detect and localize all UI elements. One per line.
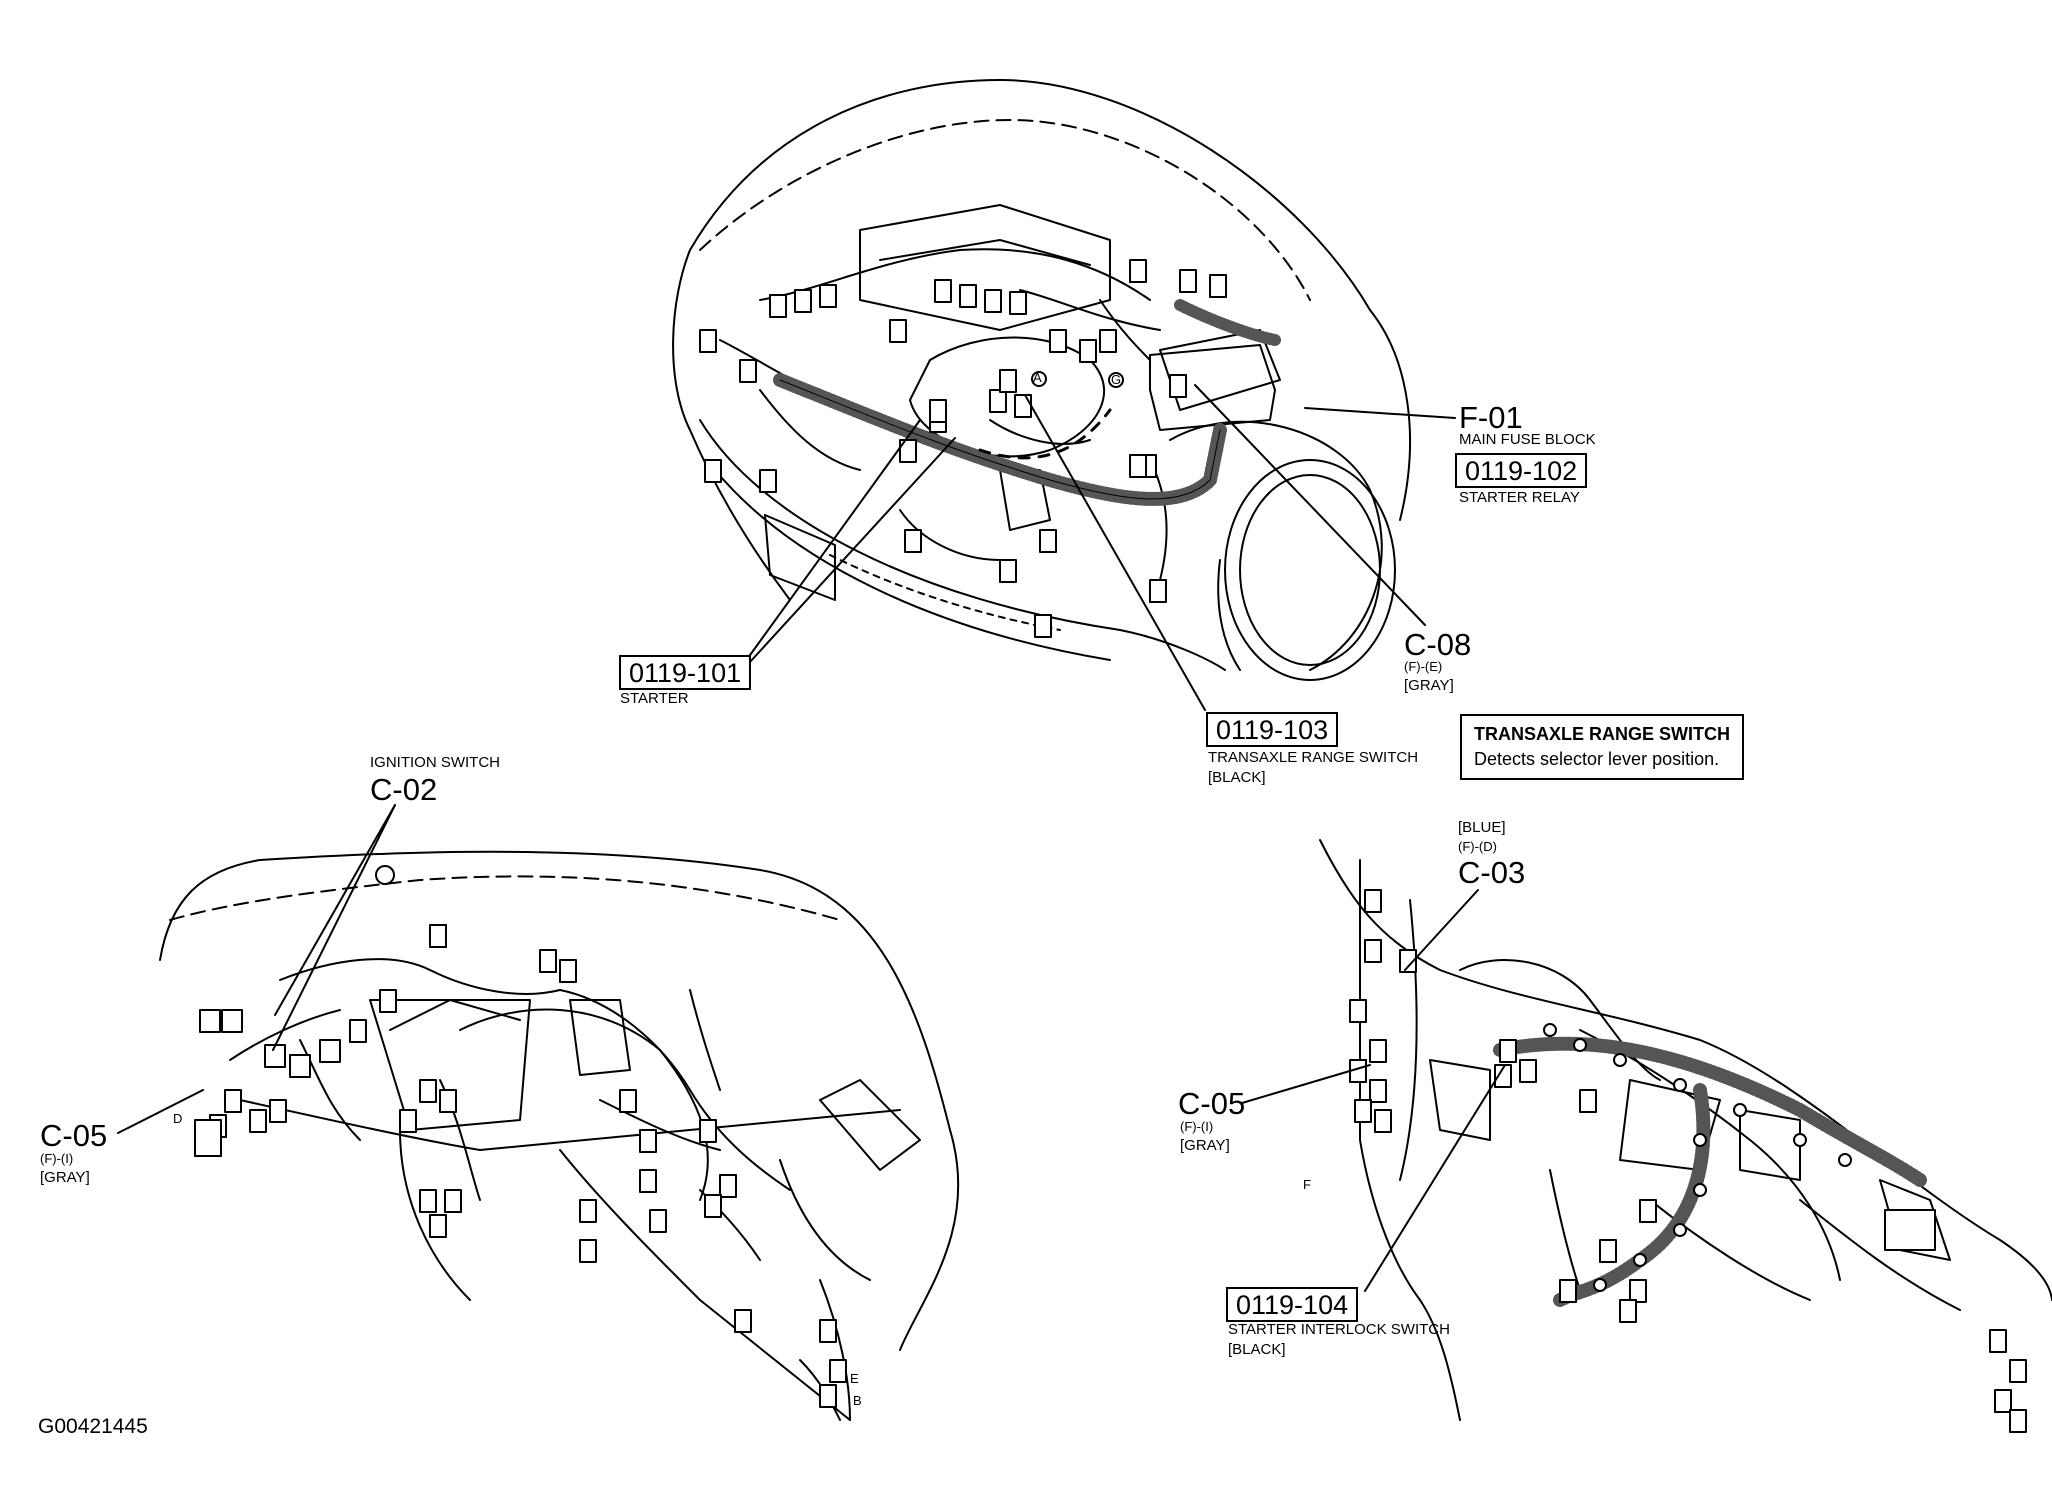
c08-location: (F)-(E): [1404, 659, 1443, 674]
marker-f: F: [1303, 1177, 1311, 1192]
f01-name: MAIN FUSE BLOCK: [1459, 431, 1596, 448]
callout-title: TRANSAXLE RANGE SWITCH: [1474, 724, 1730, 744]
marker-e: E: [850, 1371, 859, 1386]
starter-relay-label: STARTER RELAY: [1459, 489, 1580, 506]
figure-id: G00421445: [38, 1415, 148, 1438]
c05-left-color: [GRAY]: [40, 1169, 90, 1186]
c03-code: C-03: [1458, 855, 1526, 890]
ignition-switch-label: IGNITION SWITCH: [370, 754, 500, 771]
right-dash-connectors: [1349, 889, 2027, 1433]
marker-g: G: [1111, 372, 1122, 387]
ref-0119-103: 0119-103: [1206, 712, 1339, 748]
c05-right-code: C-05: [1178, 1086, 1246, 1121]
engine-bay-drawing: [672, 79, 1411, 681]
c05-left-code: C-05: [40, 1118, 108, 1153]
left-dash-connectors: [194, 924, 847, 1408]
starter-label: STARTER: [620, 690, 689, 707]
c05-right-color: [GRAY]: [1180, 1137, 1230, 1154]
c02-code: C-02: [370, 772, 438, 807]
c03-location: (F)-(D): [1458, 839, 1497, 854]
r103-color: [BLACK]: [1208, 769, 1266, 786]
f01-code: F-01: [1459, 400, 1523, 435]
ref-0119-102: 0119-102: [1455, 453, 1588, 489]
ref-0119-101: 0119-101: [619, 655, 752, 691]
r104-color: [BLACK]: [1228, 1341, 1286, 1358]
c05-left-location: (F)-(I): [40, 1151, 74, 1166]
c08-color: [GRAY]: [1404, 677, 1454, 694]
left-dashboard-drawing: [159, 850, 960, 1421]
c08-code: C-08: [1404, 627, 1472, 662]
c03-color: [BLUE]: [1458, 819, 1506, 836]
starter-interlock-switch-label: STARTER INTERLOCK SWITCH: [1228, 1321, 1450, 1338]
engine-connectors: [699, 259, 1227, 638]
transaxle-callout: TRANSAXLE RANGE SWITCH Detects selector …: [1460, 714, 1744, 780]
leader-lines: [117, 384, 1506, 1292]
right-dashboard-drawing: [1319, 839, 2052, 1433]
transaxle-range-switch-label: TRANSAXLE RANGE SWITCH: [1208, 749, 1419, 766]
callout-text: Detects selector lever position.: [1474, 749, 1720, 769]
ref-0119-104: 0119-104: [1226, 1287, 1359, 1323]
marker-b: B: [853, 1393, 862, 1408]
marker-a: A: [1033, 370, 1042, 385]
c05-right-location: (F)-(I): [1180, 1119, 1214, 1134]
marker-d: D: [173, 1111, 183, 1126]
